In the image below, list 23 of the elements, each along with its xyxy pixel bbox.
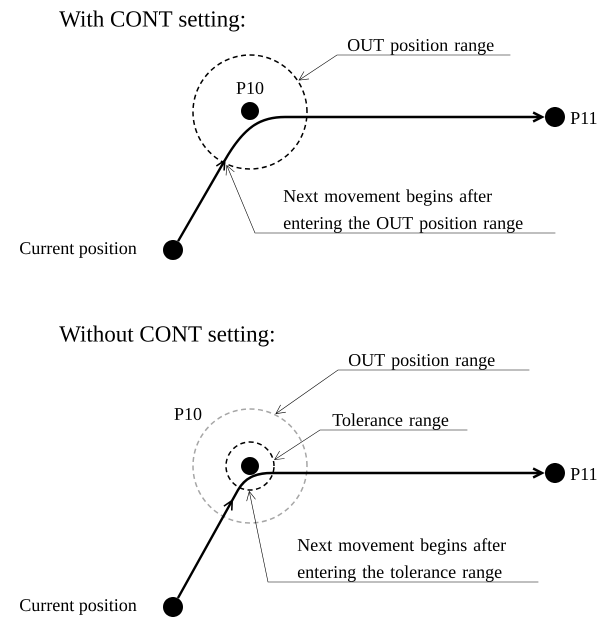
callout-text: Next movement begins after entering the tolerance range [298, 538, 506, 582]
point-dot [241, 457, 259, 475]
leader-line [298, 54, 511, 81]
point-label: P11 [570, 468, 596, 480]
range-circle [225, 441, 275, 491]
range-circle [192, 54, 308, 170]
callout-text: OUT position range [348, 354, 495, 370]
leader-line [246, 490, 539, 582]
point-label: P10 [174, 408, 202, 420]
motion-path-arrow [177, 111, 545, 242]
point-label: P10 [236, 82, 264, 94]
leader-line [226, 164, 556, 234]
heading: Without CONT setting: [59, 326, 274, 346]
leader-line [275, 370, 530, 414]
callout-text: OUT position range [348, 39, 494, 55]
point-label: Current position [20, 599, 137, 615]
callout-text: Next movement begins after entering the OUT position range [284, 189, 523, 233]
leader-line [274, 430, 468, 460]
heading: With CONT setting: [59, 10, 244, 32]
point-label: Current position [20, 242, 137, 258]
point-label: P11 [570, 112, 596, 124]
callout-text: Tolerance range [332, 413, 448, 430]
motion-path-arrow [176, 467, 545, 599]
